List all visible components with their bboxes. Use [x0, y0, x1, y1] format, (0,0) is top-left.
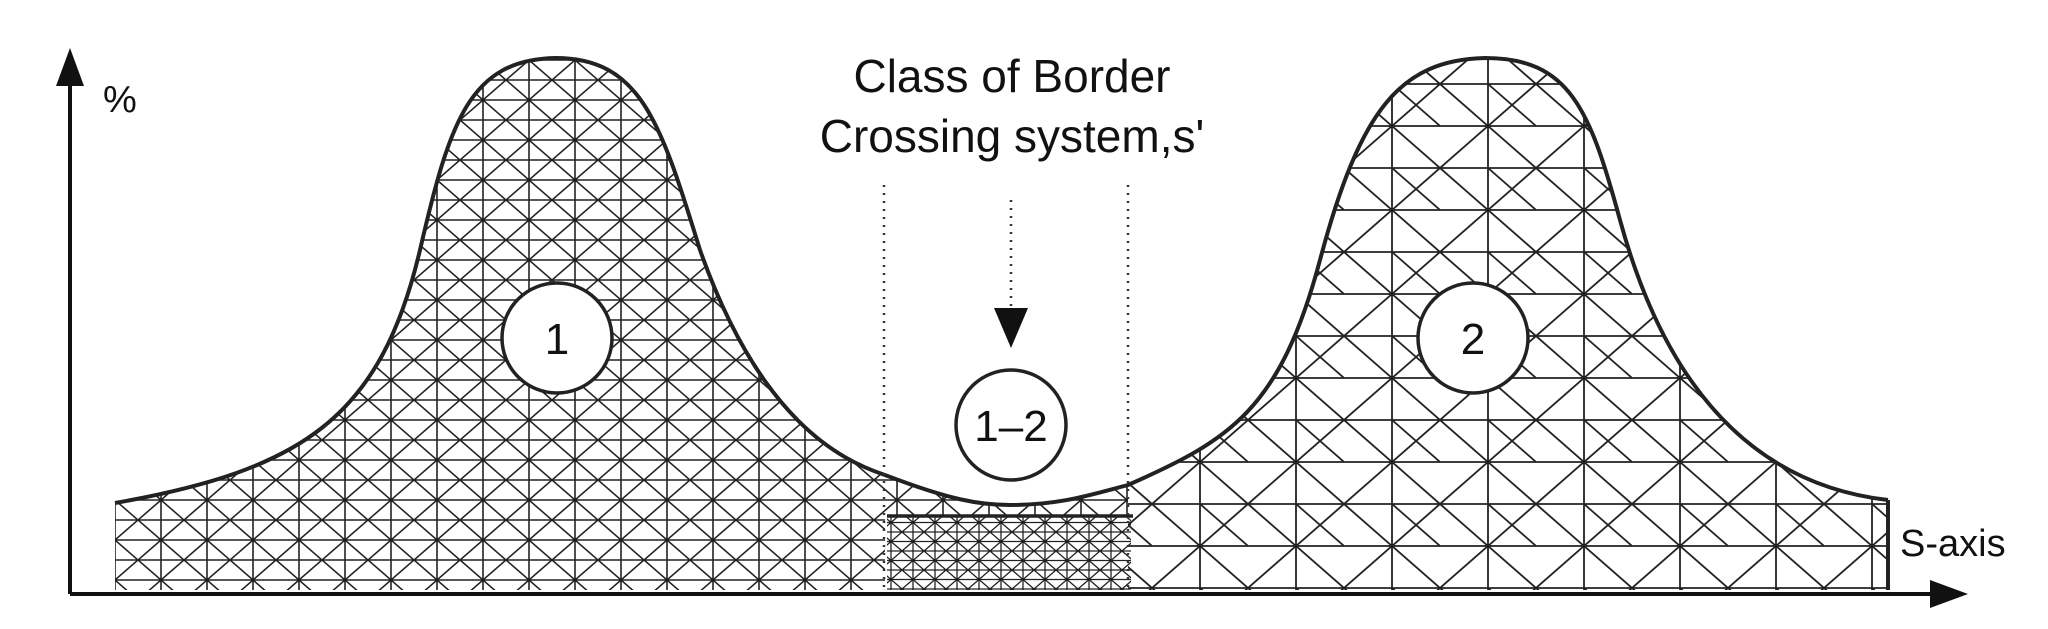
class-1-badge: 1 [500, 281, 614, 395]
class-1-mesh [115, 58, 885, 590]
title-line-1: Class of Border [853, 50, 1170, 102]
class-2-badge: 2 [1416, 281, 1530, 395]
distribution-curve [114, 56, 1889, 507]
title-line-2: Crossing system,s' [820, 110, 1205, 162]
class-1-label: 1 [545, 315, 569, 364]
y-axis-arrow-icon [56, 48, 84, 86]
class-border-mesh [887, 516, 1131, 590]
dip-mesh [885, 475, 1128, 516]
class-2-label: 2 [1461, 315, 1485, 364]
class-border-badge: 1–2 [954, 368, 1068, 482]
x-axis-label: S-axis [1900, 523, 2006, 565]
x-axis-arrow-icon [1930, 580, 1968, 608]
arrow-down-icon [994, 308, 1028, 348]
class-border-label: 1–2 [974, 402, 1047, 451]
y-axis-label: % [103, 79, 137, 121]
